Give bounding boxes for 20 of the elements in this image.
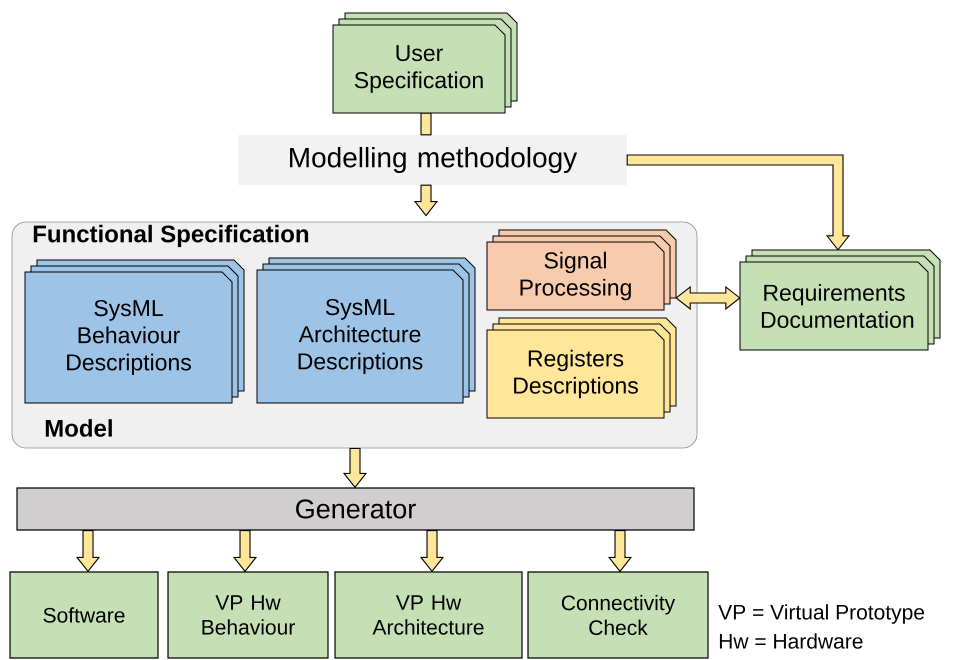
method-banner: Modelling methodology (238, 135, 627, 185)
block-arrow (76, 530, 100, 572)
output-box: VP Hw Behaviour (167, 571, 329, 659)
output-box: Connectivity Check (527, 571, 709, 659)
block-arrow (232, 530, 258, 572)
document-stack: Registers Descriptions (486, 318, 676, 418)
document-stack: User Specification (332, 12, 518, 114)
block-arrow (420, 112, 432, 136)
document-stack: Requirements Documentation (740, 250, 940, 350)
block-arrow (414, 184, 438, 216)
output-box: VP Hw Architecture (334, 571, 523, 659)
block-arrow (608, 530, 632, 572)
generator-bar: Generator (16, 487, 695, 531)
output-box: Software (9, 571, 159, 659)
document-stack: SysML Architecture Descriptions (256, 258, 476, 404)
block-arrow (626, 154, 850, 251)
document-stack: Signal Processing (486, 230, 676, 310)
block-arrow (342, 448, 368, 488)
block-arrow (420, 530, 444, 572)
document-stack: SysML Behaviour Descriptions (24, 260, 244, 404)
